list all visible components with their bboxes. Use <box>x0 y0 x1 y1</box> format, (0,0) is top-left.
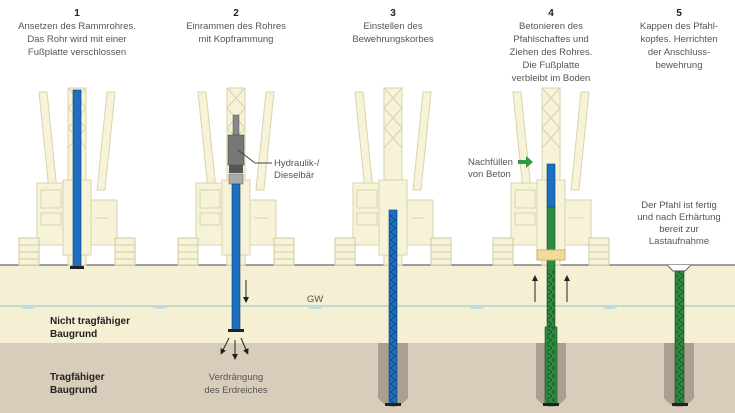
caption-line: Ansetzen des Rammrohres. <box>18 21 136 32</box>
caption-line: Das Rohr wird mit einer <box>27 34 126 45</box>
caption-line: Kappen des Pfahl- <box>640 21 718 32</box>
hammer-label: Hydraulik-/ <box>274 158 320 169</box>
pipe-4 <box>546 163 556 209</box>
hammer-label: Dieselbär <box>274 170 314 181</box>
firm-soil-label: Baugrund <box>50 385 97 396</box>
pipe-1 <box>72 89 82 269</box>
caption-line: kopfes. Herrichten <box>640 34 717 45</box>
step-3-caption: 3 Einstellen des Bewehrungskorbes <box>352 8 434 45</box>
soft-soil-label: Nicht tragfähiger <box>50 316 130 327</box>
caption-line: verbleibt im Boden <box>512 73 591 84</box>
step-number: 4 <box>548 8 554 19</box>
displacement-label: des Erdreiches <box>204 385 268 396</box>
caption-line: Bewehrungskorbes <box>352 34 434 45</box>
caption-line: Pfahlschaftes und <box>513 34 589 45</box>
concrete-label: von Beton <box>468 169 511 180</box>
collar <box>536 249 566 261</box>
step-number: 5 <box>676 8 682 19</box>
step-5-caption: 5 Kappen des Pfahl- kopfes. Herrichten d… <box>640 8 718 71</box>
finished-label: Der Pfahl ist fertig <box>641 200 717 211</box>
caption-line: Die Fußplatte <box>522 60 579 71</box>
step-number: 3 <box>390 8 396 19</box>
caption-line: bewehrung <box>655 60 702 71</box>
displacement-label: Verdrängung <box>209 372 263 383</box>
step-number: 2 <box>233 8 239 19</box>
soft-soil-label: Baugrund <box>50 329 97 340</box>
caption-line: mit Kopframmung <box>199 34 274 45</box>
lower-soil-layer <box>0 343 735 413</box>
step-number: 1 <box>74 8 80 19</box>
displacement-arrows <box>220 337 249 360</box>
caption-line: der Anschluss- <box>648 47 710 58</box>
caption-line: Einrammen des Rohres <box>186 21 286 32</box>
concrete-label: Nachfüllen <box>468 157 513 168</box>
step-1-caption: 1 Ansetzen des Rammrohres. Das Rohr wird… <box>18 8 136 58</box>
caption-line: Fußplatte verschlossen <box>28 47 126 58</box>
groundwater-label: GW <box>307 294 323 305</box>
caption-line: Betonieren des <box>519 21 583 32</box>
pipe-2 <box>231 183 241 331</box>
upper-soil-layer <box>0 265 735 343</box>
finished-label: bereit zur <box>659 224 699 235</box>
finished-label: und nach Erhärtung <box>637 212 720 223</box>
groundwater-marks <box>18 306 620 309</box>
firm-soil-label: Tragfähiger <box>50 372 105 383</box>
finished-label: Lastaufnahme <box>649 236 709 247</box>
concrete-arrow-icon <box>518 156 533 168</box>
caption-line: Ziehen des Rohres. <box>510 47 593 58</box>
step-4-caption: 4 Betonieren des Pfahlschaftes und Ziehe… <box>510 8 593 84</box>
caption-line: Einstellen des <box>363 21 422 32</box>
step-2-caption: 2 Einrammen des Rohres mit Kopframmung <box>186 8 286 45</box>
